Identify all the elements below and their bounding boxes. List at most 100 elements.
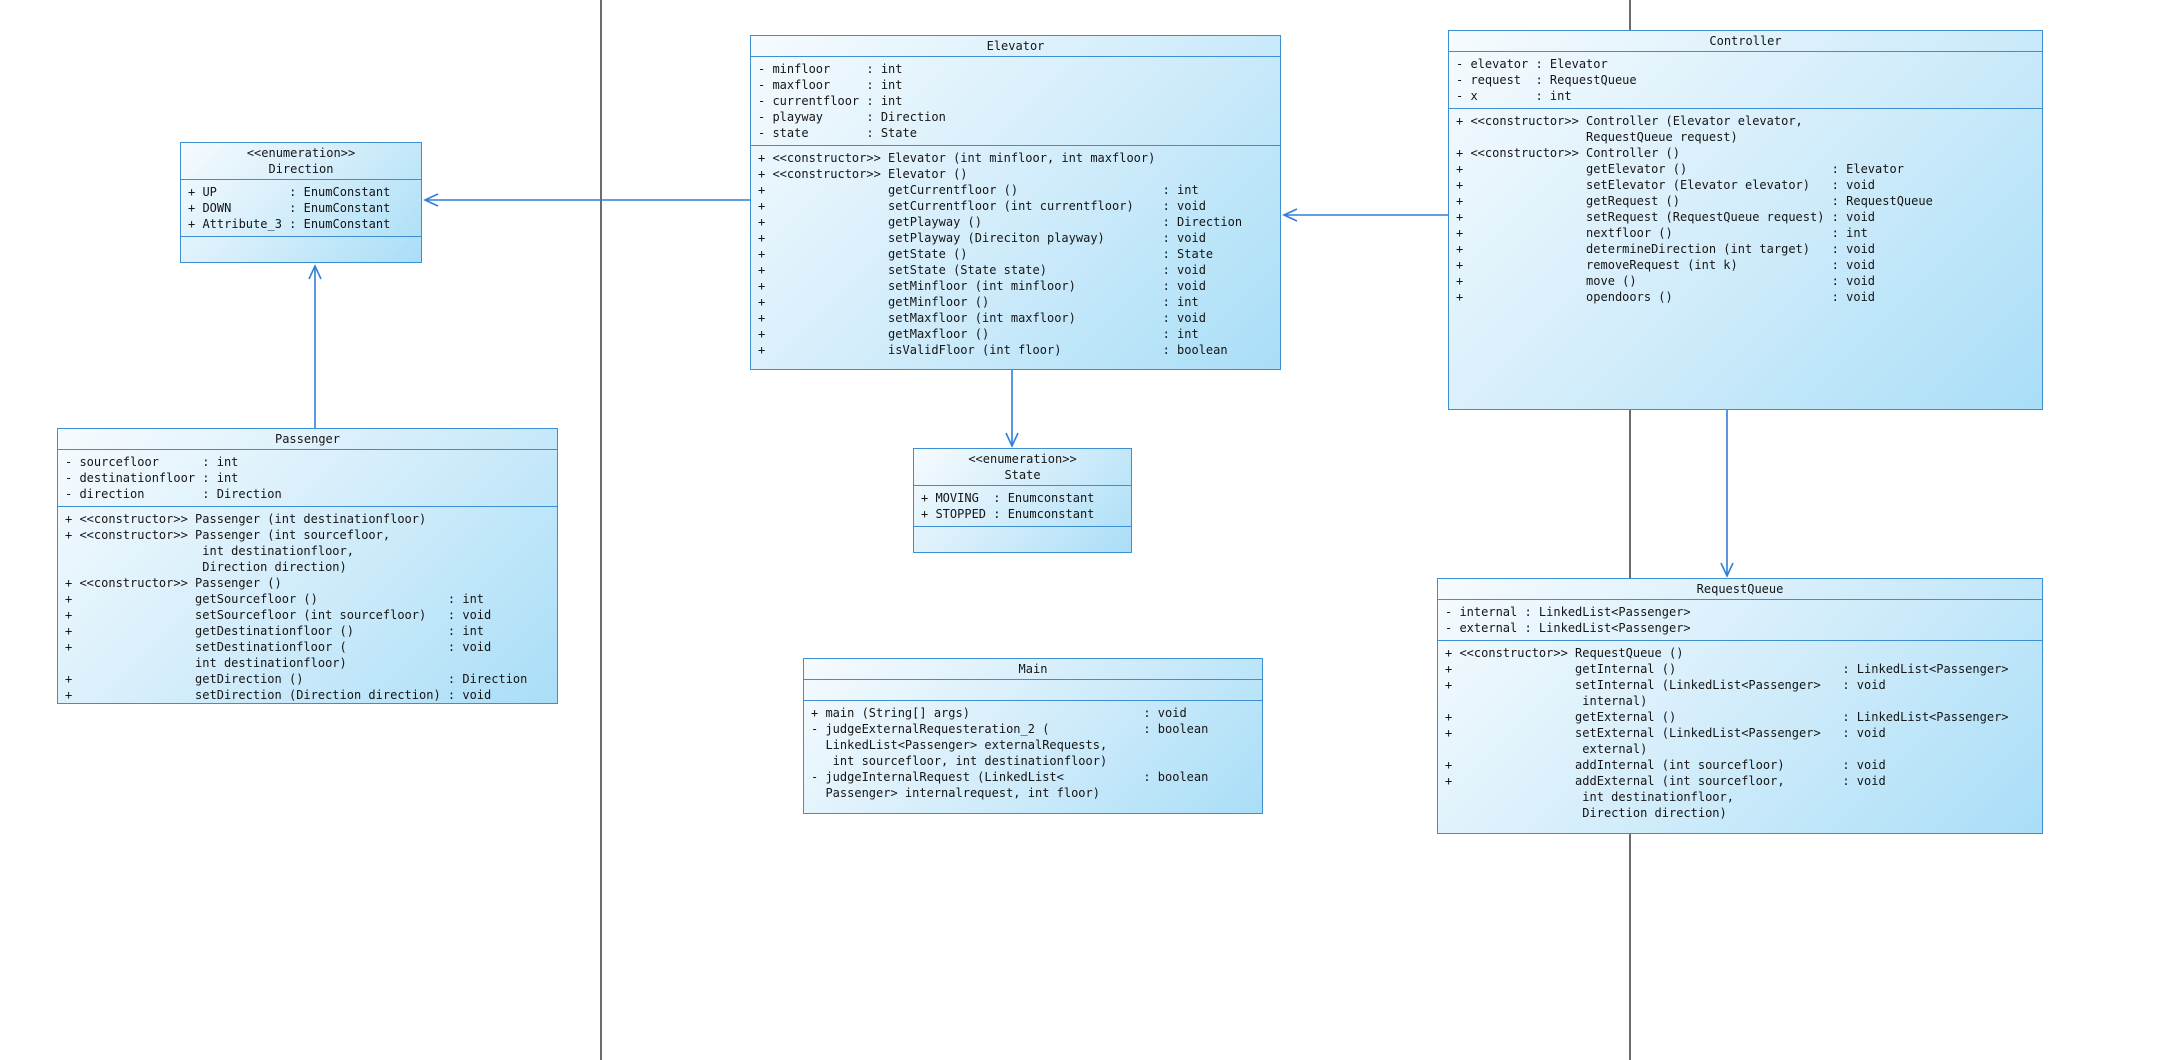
class-methods-state	[914, 527, 1131, 552]
class-title-direction: <<enumeration>> Direction	[181, 143, 421, 180]
class-attributes-main	[804, 680, 1262, 701]
uml-member-line: - playway : Direction	[758, 110, 946, 124]
uml-member-line: - judgeExternalRequesteration_2 ( : bool…	[811, 722, 1209, 736]
uml-member-line: - internal : LinkedList<Passenger>	[1445, 605, 1691, 619]
uml-member-line: + getRequest () : RequestQueue	[1456, 194, 1933, 208]
class-name: Elevator	[986, 39, 1045, 53]
class-methods-direction	[181, 237, 421, 262]
uml-member-line: Direction direction)	[65, 560, 347, 574]
class-methods-main: + main (String[] args) : void- judgeExte…	[804, 701, 1262, 813]
uml-member-line: + getDestinationfloor () : int	[65, 624, 485, 638]
uml-member-line: + getState () : State	[758, 247, 1214, 261]
class-methods-controller: + <<constructor>> Controller (Elevator e…	[1449, 109, 2042, 409]
class-attributes-passenger: - sourcefloor : int - destinationfloor : …	[58, 450, 557, 507]
open-arrowhead-icon	[1005, 432, 1019, 448]
uml-member-line: + <<constructor>> Passenger (int sourcef…	[65, 528, 391, 542]
uml-member-line: + <<constructor>> RequestQueue ()	[1445, 646, 1684, 660]
uml-member-line: + setDestinationfloor ( : void	[65, 640, 492, 654]
class-name: Main	[1018, 662, 1048, 676]
uml-member-line: + nextfloor () : int	[1456, 226, 1868, 240]
uml-member-line: - sourcefloor : int	[65, 455, 239, 469]
uml-member-line: - elevator : Elevator	[1456, 57, 1608, 71]
uml-member-line: + <<constructor>> Controller (Elevator e…	[1456, 114, 1803, 128]
class-box-main[interactable]: Main + main (String[] args) : void- judge…	[803, 658, 1263, 814]
uml-member-line: + <<constructor>> Passenger (int destina…	[65, 512, 427, 526]
connector-passenger-to-direction[interactable]	[308, 264, 322, 428]
class-box-state[interactable]: <<enumeration>>State+ MOVING : Enumconst…	[913, 448, 1132, 553]
uml-member-line: external)	[1445, 742, 1648, 756]
uml-member-line: + <<constructor>> Elevator ()	[758, 167, 968, 181]
open-arrowhead-icon	[308, 264, 322, 280]
uml-member-line: + getElevator () : Elevator	[1456, 162, 1904, 176]
open-arrowhead-icon	[1282, 208, 1298, 222]
connector-elevator-to-direction[interactable]	[423, 193, 750, 207]
uml-member-line: + determineDirection (int target) : void	[1456, 242, 1876, 256]
uml-member-line: + removeRequest (int k) : void	[1456, 258, 1876, 272]
uml-member-line: int destinationfloor)	[65, 656, 347, 670]
class-attributes-elevator: - minfloor : int- maxfloor : int- curren…	[751, 57, 1280, 146]
uml-member-line: - external : LinkedList<Passenger>	[1445, 621, 1691, 635]
class-methods-passenger: + <<constructor>> Passenger (int destina…	[58, 507, 557, 703]
class-title-controller: Controller	[1449, 31, 2042, 52]
uml-member-line: + isValidFloor (int floor) : boolean	[758, 343, 1228, 357]
class-box-controller[interactable]: Controller - elevator : Elevator - request…	[1448, 30, 2043, 410]
class-box-elevator[interactable]: Elevator - minfloor : int- maxfloor : int…	[750, 35, 1281, 370]
uml-member-line: Passenger> internalrequest, int floor)	[811, 786, 1100, 800]
open-arrowhead-icon	[423, 193, 439, 207]
uml-member-line: Direction direction)	[1445, 806, 1727, 820]
uml-member-line: - x : int	[1456, 89, 1572, 103]
uml-member-line: + move () : void	[1456, 274, 1876, 288]
uml-member-line: + setDirection (Direction direction) : v…	[65, 688, 492, 702]
uml-member-line: + setPlayway (Direciton playway) : void	[758, 231, 1206, 245]
uml-member-line: + setCurrentfloor (int currentfloor) : v…	[758, 199, 1206, 213]
uml-member-line: + getPlayway () : Direction	[758, 215, 1243, 229]
uml-member-line: + STOPPED : Enumconstant	[921, 507, 1095, 521]
class-name: Direction	[268, 162, 334, 176]
open-arrowhead-icon	[1720, 562, 1734, 578]
uml-member-line: + setElevator (Elevator elevator) : void	[1456, 178, 1876, 192]
uml-member-line: + Attribute_3 : EnumConstant	[188, 217, 391, 231]
uml-member-line: + MOVING : Enumconstant	[921, 491, 1095, 505]
class-name: Controller	[1709, 34, 1782, 48]
uml-member-line: - currentfloor : int	[758, 94, 903, 108]
class-title-elevator: Elevator	[751, 36, 1280, 57]
class-stereotype: <<enumeration>>	[246, 146, 356, 160]
class-stereotype: <<enumeration>>	[968, 452, 1077, 466]
class-box-requestqueue[interactable]: RequestQueue - internal : LinkedList<Pass…	[1437, 578, 2043, 834]
uml-member-line: + setInternal (LinkedList<Passenger> : v…	[1445, 678, 1886, 692]
class-name: Passenger	[274, 432, 341, 446]
uml-member-line: - request : RequestQueue	[1456, 73, 1637, 87]
class-title-passenger: Passenger	[58, 429, 557, 450]
connector-elevator-to-state[interactable]	[1005, 370, 1019, 448]
uml-member-line: + UP : EnumConstant	[188, 185, 391, 199]
uml-member-line: + getDirection () : Direction	[65, 672, 528, 686]
uml-member-line: - direction : Direction	[65, 487, 282, 501]
uml-member-line: + setRequest (RequestQueue request) : vo…	[1456, 210, 1876, 224]
uml-member-line: + addExternal (int sourcefloor, : void	[1445, 774, 1886, 788]
uml-member-line: RequestQueue request)	[1456, 130, 1738, 144]
uml-member-line: - maxfloor : int	[758, 78, 903, 92]
uml-member-line: + <<constructor>> Controller ()	[1456, 146, 1680, 160]
class-attributes-direction: + UP : EnumConstant+ DOWN : EnumConstant…	[181, 180, 421, 237]
class-box-direction[interactable]: <<enumeration>> Direction + UP : EnumConst…	[180, 142, 422, 263]
class-attributes-requestqueue: - internal : LinkedList<Passenger> - exte…	[1438, 600, 2042, 641]
uml-member-line: + <<constructor>> Elevator (int minfloor…	[758, 151, 1156, 165]
class-title-state: <<enumeration>>State	[914, 449, 1131, 486]
uml-member-line: + setState (State state) : void	[758, 263, 1206, 277]
class-methods-elevator: + <<constructor>> Elevator (int minfloor…	[751, 146, 1280, 369]
class-box-passenger[interactable]: Passenger - sourcefloor : int - destinatio…	[57, 428, 558, 704]
uml-member-line: + setMaxfloor (int maxfloor) : void	[758, 311, 1206, 325]
connector-controller-to-elevator[interactable]	[1282, 208, 1448, 222]
uml-member-line: + setSourcefloor (int sourcefloor) : voi…	[65, 608, 492, 622]
connector-controller-to-requestqueue[interactable]	[1720, 410, 1734, 578]
uml-member-line: + opendoors () : void	[1456, 290, 1876, 304]
class-attributes-state: + MOVING : Enumconstant + STOPPED : Enumc…	[914, 486, 1131, 527]
uml-member-line: + getMinfloor () : int	[758, 295, 1199, 309]
uml-member-line: + getExternal () : LinkedList<Passenger>	[1445, 710, 2009, 724]
uml-member-line: + addInternal (int sourcefloor) : void	[1445, 758, 1886, 772]
uml-member-line: - destinationfloor : int	[65, 471, 239, 485]
uml-member-line: int destinationfloor,	[1445, 790, 1734, 804]
class-name: RequestQueue	[1696, 582, 1784, 596]
uml-member-line: int sourcefloor, int destinationfloor)	[811, 754, 1108, 768]
